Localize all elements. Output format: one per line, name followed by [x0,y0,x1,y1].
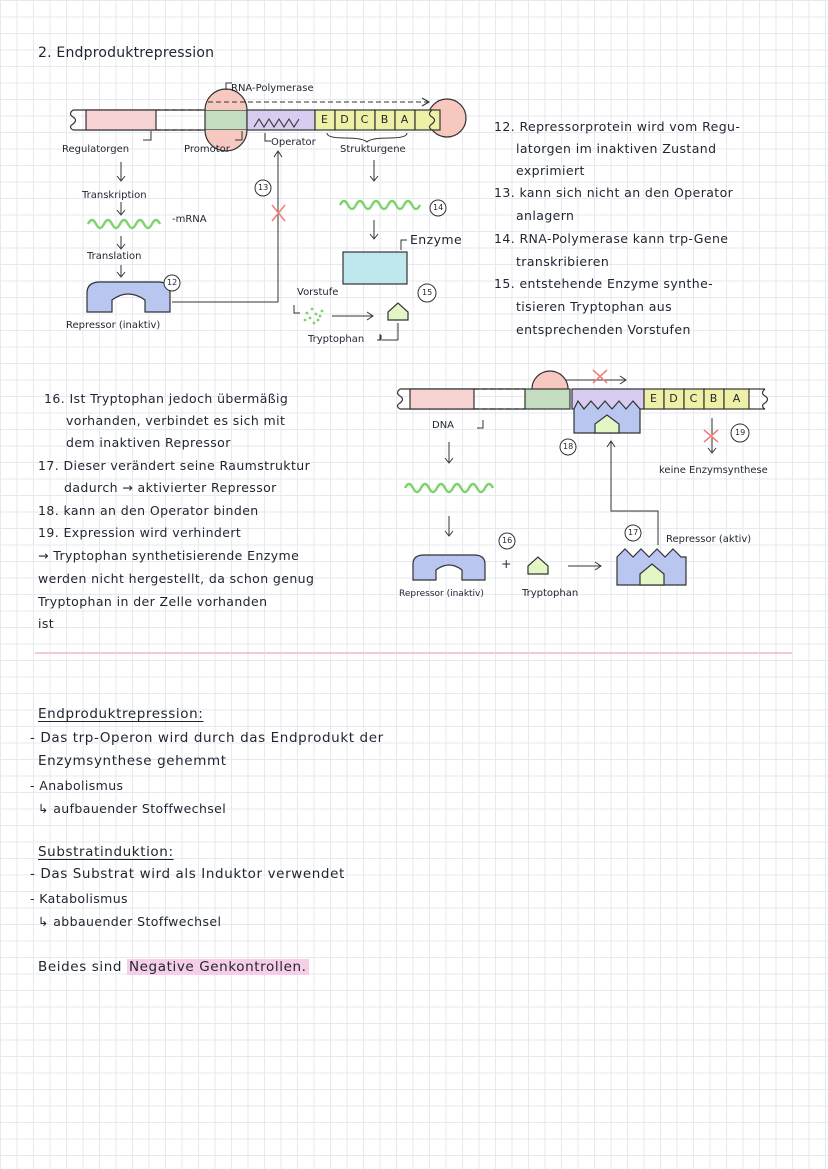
gene-a-label: A [400,113,409,126]
gene-c-label-2: C [689,392,698,405]
tryptophan-label: Tryptophan [308,334,365,345]
note-line: 12. Repressorprotein wird vom Regu- [494,119,741,134]
marker-16: 16 [502,536,513,545]
conclusion: Beides sind Negative Genkontrollen. [38,959,309,975]
note-line: vorhanden, verbindet es sich mit [66,413,286,428]
summary-line: - Das trp-Operon wird durch das Endprodu… [30,730,384,746]
marker-12: 12 [167,278,178,287]
substrat-heading: Substratinduktion: [38,844,174,860]
gene-e-label-2: E [650,392,657,405]
dna-label: DNA [432,420,455,431]
summary-line: Enzymsynthese gehemmt [38,753,227,769]
regulatorgen-label: Regulatorgen [62,144,130,155]
marker-19: 19 [735,428,746,437]
note-line: → Tryptophan synthetisierende Enzyme [38,548,300,563]
tryptophan-shape-2 [527,556,549,575]
note-line: Tryptophan in der Zelle vorhanden [38,594,268,609]
note-line: entsprechenden Vorstufen [516,322,691,337]
summary-line: ↳ abbauender Stoffwechsel [38,914,222,929]
conclusion-highlight: Negative Genkontrollen. [126,959,309,975]
note-line: transkribieren [516,254,610,269]
regulatorgen-box [85,109,157,131]
note-line: 18. kann an den Operator binden [38,503,259,518]
gene-c-label: C [360,113,369,126]
endprodukt-heading: Endproduktrepression: [38,706,204,722]
vorstufe-label: Vorstufe [297,287,339,298]
mrna-label: -mRNA [172,214,207,225]
gene-d-label-2: D [669,392,678,405]
promotor-box [204,109,248,131]
note-line: ist [38,616,55,631]
promotor-box-2 [524,388,571,410]
summary-line: - Das Substrat wird als Induktor verwend… [30,866,345,882]
note-line: 17. Dieser verändert seine Raumstruktur [38,458,311,473]
note-line: 16. Ist Tryptophan jedoch übermäßig [44,391,289,406]
note-line: 14. RNA-Polymerase kann trp-Gene [494,231,729,246]
mrna-squiggle [86,218,162,230]
transkription-label: Transkription [82,190,147,201]
cross-mark-19 [703,429,719,443]
plus-sign: + [501,556,512,571]
note-line: exprimiert [516,163,585,178]
operon-diagram [69,82,769,586]
vorstufe-dots [303,307,324,325]
summary-line: - Anabolismus [30,778,124,793]
repressor-inactive-shape [86,281,171,313]
note-line: tisieren Tryptophan aus [516,299,673,314]
repressor-inaktiv-label: Repressor (inaktiv) [66,320,161,331]
operator-box [246,109,316,131]
marker-17: 17 [628,528,639,537]
note-line: dem inaktiven Repressor [66,435,231,450]
repressor-inaktiv-label-2: Repressor (inaktiv) [399,589,484,599]
enzyme-box [342,251,408,285]
marker-13: 13 [258,183,269,192]
note-line: dadurch → aktivierter Repressor [64,480,277,495]
operator-label: Operator [271,137,316,148]
regulatorgen-box-2 [409,388,475,410]
gene-a-label-2: A [732,392,741,405]
note-line: 19. Expression wird verhindert [38,525,242,540]
promotor-label: Promotor [184,144,230,155]
marker-15: 15 [422,288,433,297]
note-line: 13. kann sich nicht an den Operator [494,185,734,200]
gene-b-label: B [380,113,389,126]
summary-line: ↳ aufbauender Stoffwechsel [38,801,227,816]
dna-end-squiggle-left [69,109,77,131]
conclusion-prefix: Beides sind [38,959,123,975]
gene-e-label: E [321,113,328,126]
repressor-inactive-shape-2 [412,554,486,581]
repressor-aktiv-label: Repressor (aktiv) [666,534,752,545]
summary-line: - Katabolismus [30,891,128,906]
keine-enzymsynthese-label: keine Enzymsynthese [659,465,768,476]
gene-b-label-2: B [709,392,718,405]
gene-d-label: D [340,113,349,126]
note-line: latorgen im inaktiven Zustand [516,141,717,156]
note-line: 15. entstehende Enzyme synthe- [494,276,714,291]
cross-mark-polymerase [592,369,608,384]
cross-mark-13 [271,204,286,222]
marker-14: 14 [433,203,444,212]
strukturgene-label: Strukturgene [340,144,406,155]
tryptophan-shape-1 [387,302,409,321]
enzyme-label: Enzyme [410,232,463,247]
marker-18: 18 [563,442,574,451]
section-divider [35,652,792,654]
translation-label: Translation [87,251,142,262]
tryptophan-label-2: Tryptophan [522,588,579,599]
note-line: werden nicht hergestellt, da schon genug [38,571,315,586]
rna-polymerase-label: RNA-Polymerase [231,83,314,94]
note-line: anlagern [516,208,575,223]
page-title: 2. Endproduktrepression [38,45,215,61]
